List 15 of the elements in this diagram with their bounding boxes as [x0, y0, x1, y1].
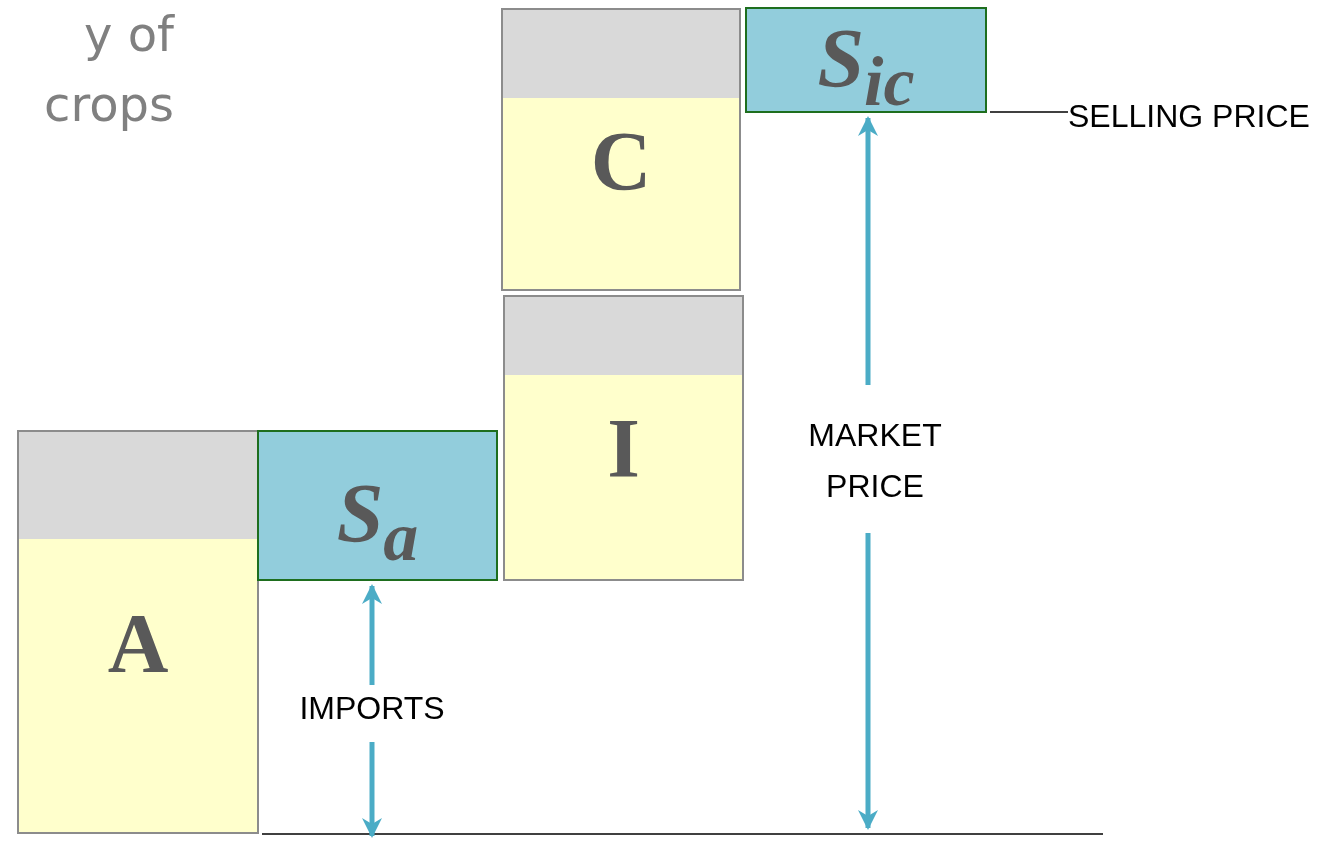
variable-letter: S$_{a}$ — [335, 472, 420, 572]
subsidy-box — [257, 430, 498, 581]
subsidy-box — [745, 7, 987, 113]
variable-letter: S$_{ic}$ — [816, 17, 916, 117]
cost-bar — [17, 430, 259, 834]
variable-letter: C — [589, 120, 653, 204]
price-label: SELLING PRICE — [1068, 94, 1324, 138]
variable-letter: I — [606, 407, 641, 491]
title: y of crops — [43, 5, 174, 134]
variable-letter: A — [106, 602, 170, 686]
dimension-label: MARKET PRICE — [807, 416, 943, 507]
cost-bar — [503, 295, 744, 581]
dimension-label: IMPORTS — [298, 689, 446, 728]
cost-bar — [501, 8, 741, 291]
leader-line — [989, 111, 1069, 113]
